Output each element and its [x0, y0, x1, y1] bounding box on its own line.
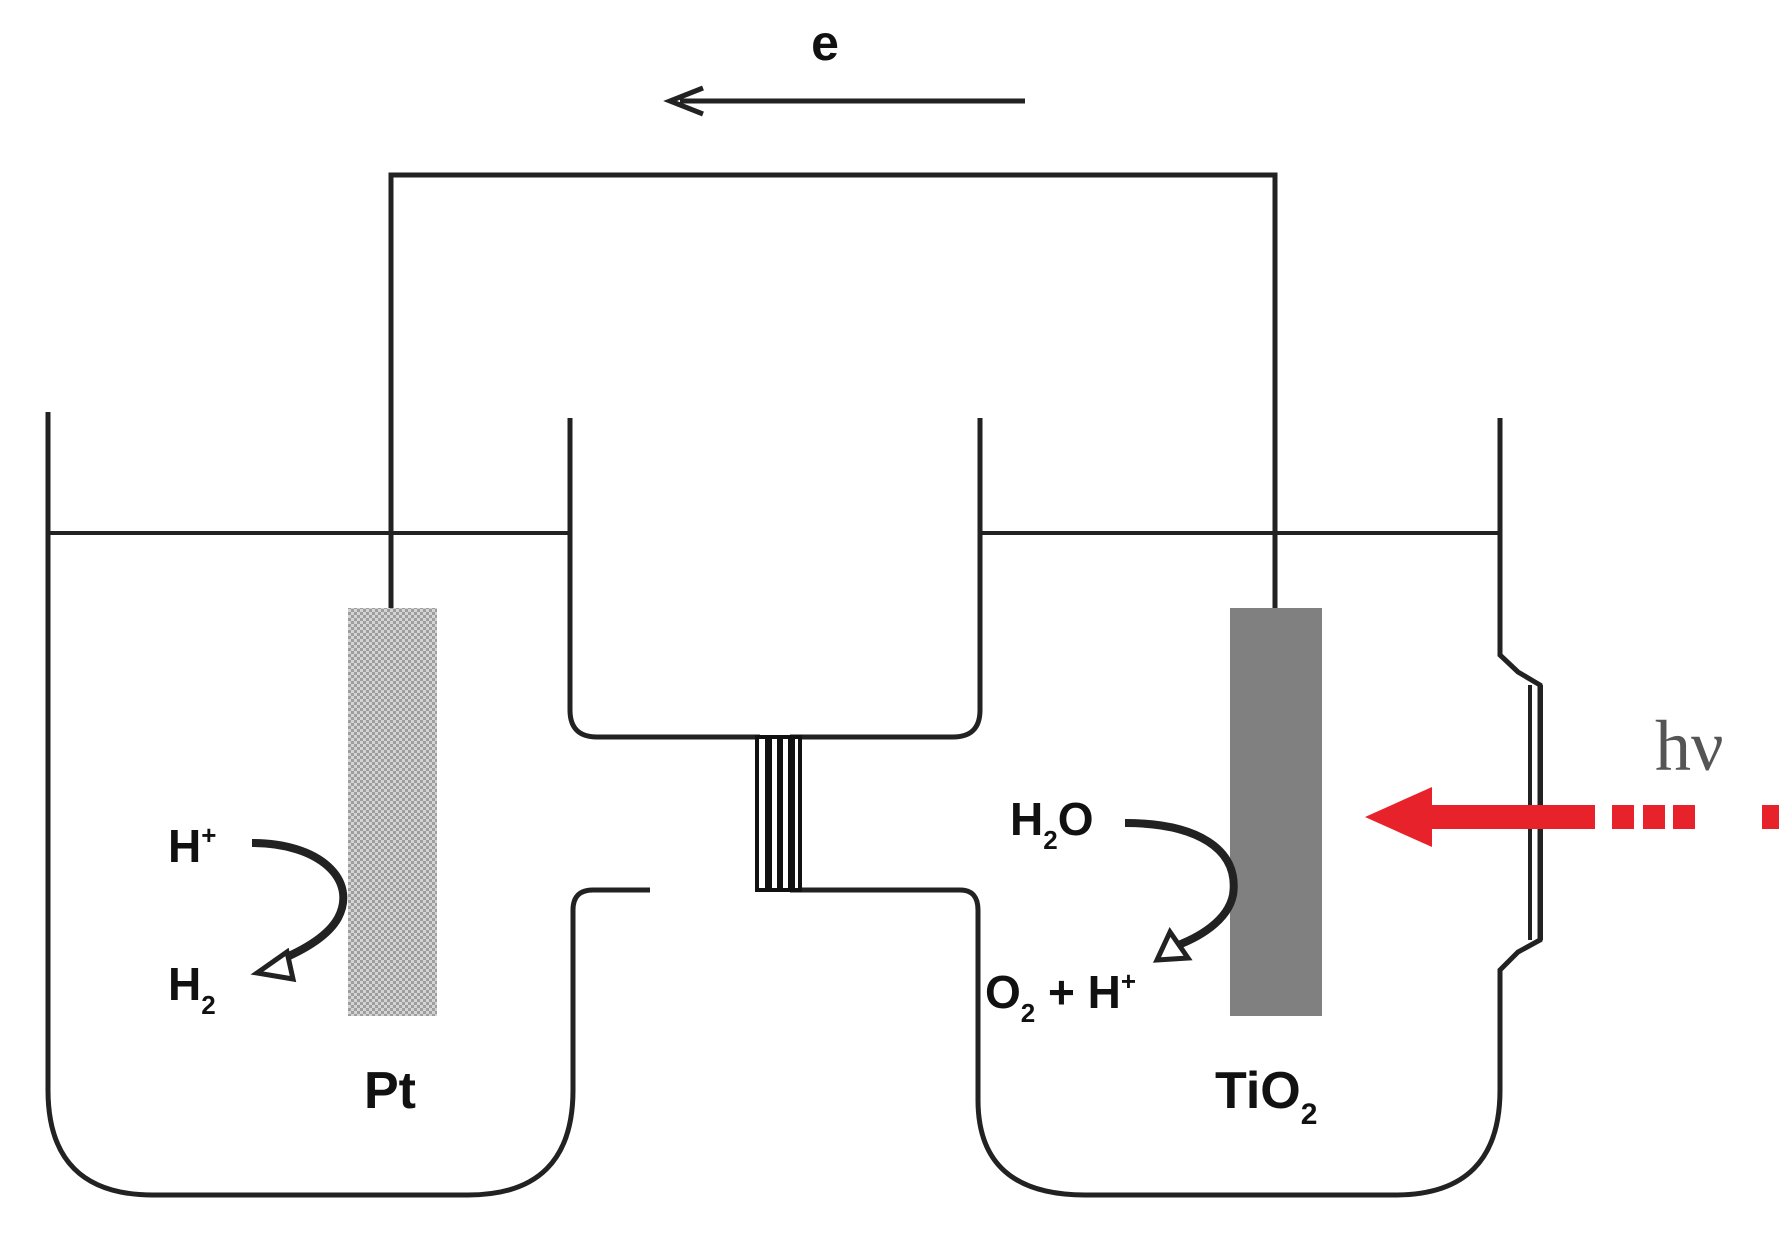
membrane-separator: [755, 735, 802, 892]
tio2-product-label: O2 + H+: [985, 966, 1136, 1028]
photon-label: hν: [1655, 706, 1724, 786]
tio2-reactant-label: H2O: [1010, 793, 1093, 855]
left-compartment: [45, 412, 650, 1198]
right-compartment-upper: [790, 418, 983, 740]
tio2-electrode-label: TiO2: [1215, 1062, 1317, 1131]
pt-electrode-label: Pt: [364, 1062, 416, 1120]
electron-label: e: [811, 15, 839, 71]
electron-flow-arrow: [663, 85, 1025, 117]
external-circuit-wire: [388, 172, 1278, 608]
left-compartment-upper: [567, 418, 760, 740]
reduction-arrow: [250, 839, 348, 983]
light-arrow: [1365, 787, 1779, 847]
right-compartment: [790, 418, 1543, 1198]
pt-reactant-label: H+: [168, 820, 216, 872]
pt-product-label: H2: [168, 958, 216, 1020]
tio2-electrode: [1230, 608, 1322, 1016]
pt-electrode: [348, 608, 437, 1016]
oxidation-arrow: [1124, 819, 1238, 963]
